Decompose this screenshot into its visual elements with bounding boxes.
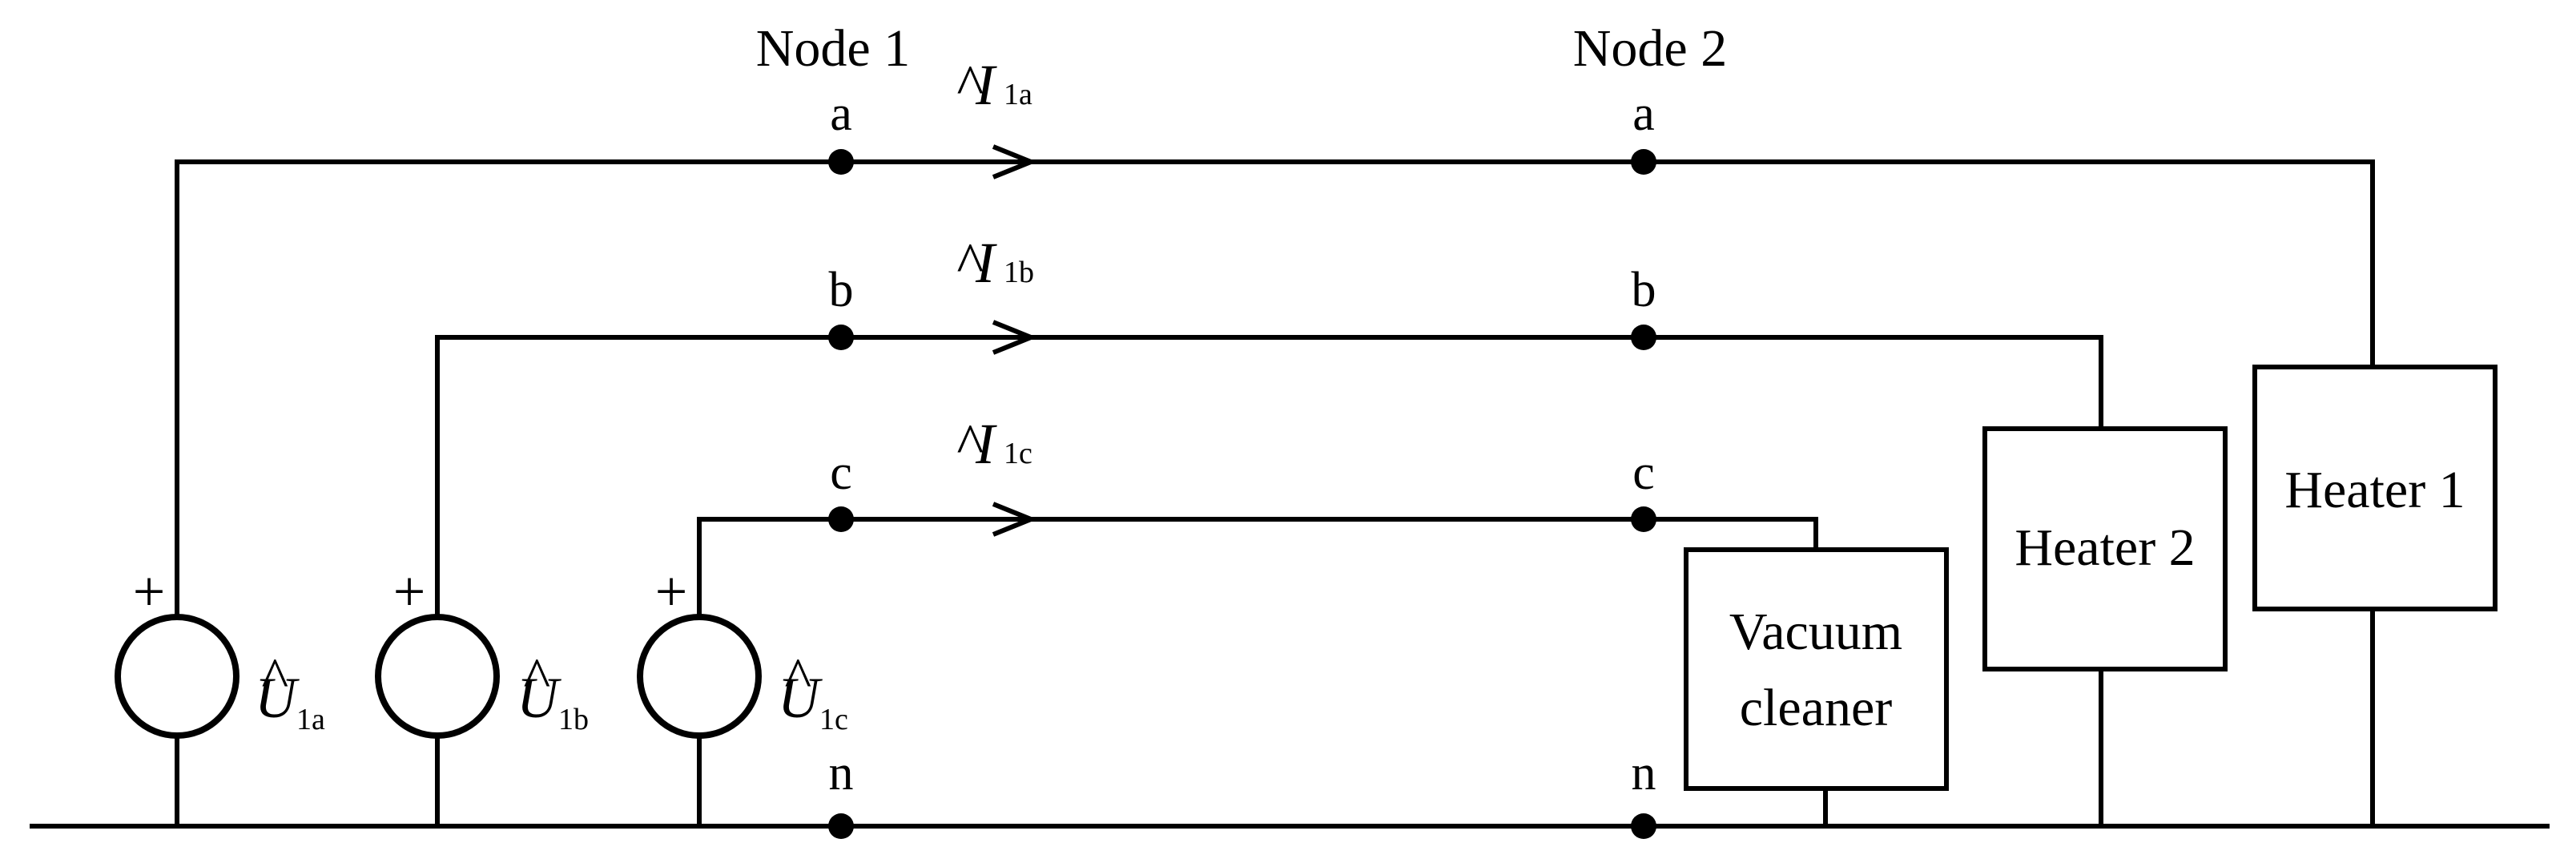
heater2-label: Heater 2 xyxy=(2015,518,2195,577)
source-c-plus: + xyxy=(655,559,688,623)
svg-text:^: ^ xyxy=(260,646,288,710)
node2-title: Node 2 xyxy=(1573,19,1727,78)
svg-text:1a: 1a xyxy=(1004,78,1032,111)
svg-text:U: U xyxy=(255,666,300,730)
node1-title: Node 1 xyxy=(756,19,910,78)
node2-label-b: b xyxy=(1632,263,1656,317)
source-label-b: ^ U 1b xyxy=(517,646,589,736)
svg-text:1c: 1c xyxy=(1004,437,1032,470)
source-b-plus: + xyxy=(393,559,426,623)
heater2-box xyxy=(1982,426,2228,671)
svg-text:1c: 1c xyxy=(819,703,848,736)
phase-b-line xyxy=(435,335,2103,619)
current-label-b: ^ I 1b xyxy=(956,231,1034,295)
svg-text:1a: 1a xyxy=(296,703,325,736)
source-a-plus: + xyxy=(133,559,166,623)
node2-a-dot xyxy=(1631,149,1656,175)
svg-text:^: ^ xyxy=(956,53,984,117)
svg-text:1b: 1b xyxy=(1004,256,1034,289)
source-label-a: ^ U 1a xyxy=(255,646,325,736)
node1-label-c: c xyxy=(830,446,852,500)
vacuum-cleaner-box xyxy=(1684,547,1949,791)
node2-c-dot xyxy=(1631,506,1656,532)
svg-text:U: U xyxy=(778,666,823,730)
node1-label-n: n xyxy=(829,746,854,800)
current-label-c: ^ I 1c xyxy=(956,412,1032,476)
vacuum-cleaner-label-line1: Vacuum xyxy=(1729,603,1902,661)
phase-c-line xyxy=(697,517,1818,619)
svg-text:U: U xyxy=(517,666,561,730)
svg-text:^: ^ xyxy=(956,231,984,295)
svg-text:1b: 1b xyxy=(558,703,589,736)
svg-text:I: I xyxy=(975,53,997,117)
node2-label-n: n xyxy=(1632,746,1656,800)
svg-text:I: I xyxy=(975,412,997,476)
svg-text:I: I xyxy=(975,231,997,295)
svg-text:^: ^ xyxy=(956,412,984,476)
voltage-source-a xyxy=(115,614,239,739)
node1-label-b: b xyxy=(829,263,854,317)
node2-label-a: a xyxy=(1632,87,1655,141)
current-label-a: ^ I 1a xyxy=(956,53,1032,117)
source-label-c: ^ U 1c xyxy=(778,646,848,736)
svg-text:^: ^ xyxy=(783,646,811,710)
node1-n-dot xyxy=(828,813,854,839)
current-arrow-c xyxy=(992,502,1038,537)
heater1-label: Heater 1 xyxy=(2284,461,2465,519)
node2-label-c: c xyxy=(1632,446,1655,500)
node1-a-dot xyxy=(828,149,854,175)
current-arrow-a xyxy=(992,144,1038,179)
node2-n-dot xyxy=(1631,813,1656,839)
heater1-box xyxy=(2252,365,2498,611)
node1-label-a: a xyxy=(830,87,852,141)
voltage-source-c xyxy=(637,614,762,739)
voltage-source-b xyxy=(375,614,500,739)
vacuum-cleaner-label-line2: cleaner xyxy=(1740,679,1893,737)
current-arrow-b xyxy=(992,320,1038,355)
node1-c-dot xyxy=(828,506,854,532)
svg-text:^: ^ xyxy=(522,646,550,710)
phase-a-line xyxy=(175,159,2375,619)
node2-b-dot xyxy=(1631,325,1656,350)
node1-b-dot xyxy=(828,325,854,350)
